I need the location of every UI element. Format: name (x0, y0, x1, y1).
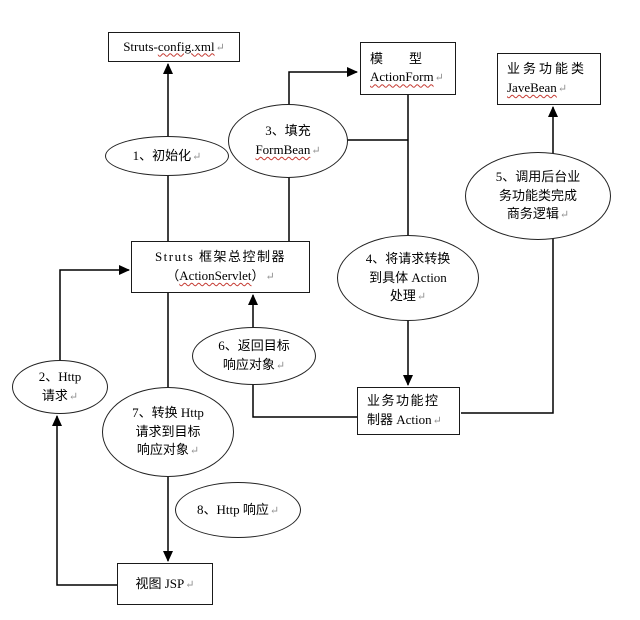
step-1-initialize: 1、初始化↵ (105, 136, 229, 176)
label-text: 商务逻辑 (506, 206, 559, 222)
return-mark-icon: ↵ (434, 72, 444, 85)
step-label: 7、转换 Http (132, 404, 204, 420)
return-mark-icon: ↵ (189, 445, 200, 458)
step-label: 3、填充 (265, 123, 311, 139)
label-text: 响应对象 (136, 442, 189, 458)
arrow-fill-to-actionform (288, 67, 358, 241)
step-label: 响应对象↵ (137, 441, 199, 460)
node-action-controller: 业务功能控 制器 Action↵ (357, 387, 460, 435)
node-label: JaveBean↵ (507, 79, 567, 98)
step-label: 6、返回目标 (218, 338, 290, 354)
label-text-misspelled: ActionForm (370, 69, 434, 85)
node-view-jsp: 视图 JSP↵ (117, 563, 213, 605)
step-6-return-target: 6、返回目标 响应对象↵ (192, 327, 316, 385)
step-label: 5、调用后台业 (495, 168, 581, 184)
return-mark-icon: ↵ (275, 359, 286, 372)
step-label: 8、Http 响应↵ (197, 501, 279, 520)
node-label: ActionForm↵ (370, 68, 444, 87)
node-label: Struts 框架总控制器 (154, 249, 287, 265)
label-text-misspelled: JaveBean (507, 79, 557, 95)
node-struts-config-xml: Struts-config.xml↵ (108, 32, 240, 62)
node-actionservlet-controller: Struts 框架总控制器 （ActionServlet）↵ (131, 241, 310, 293)
label-text: 8、Http 响应 (196, 501, 269, 517)
step-2-http-request: 2、Http 请求↵ (12, 360, 108, 414)
label-text: 处理 (389, 288, 416, 304)
node-label: 视图 JSP↵ (136, 575, 195, 594)
label-text: （ (166, 267, 180, 283)
node-label: 制器 Action↵ (367, 411, 442, 430)
label-text-misspelled: ActionServlet (179, 267, 252, 283)
return-mark-icon: ↵ (192, 150, 202, 163)
step-7-forward-to-target: 7、转换 Http 请求到目标 响应对象↵ (102, 387, 234, 477)
step-5-call-business-logic: 5、调用后台业 务功能类完成 商务逻辑↵ (465, 152, 611, 240)
node-label: Struts-config.xml↵ (123, 38, 225, 57)
step-4-dispatch-to-action: 4、将请求转换 到具体 Action 处理↵ (337, 235, 479, 321)
return-mark-icon: ↵ (269, 504, 280, 517)
step-label: 1、初始化↵ (133, 147, 202, 166)
label-text: 请求 (41, 387, 68, 403)
node-label: 业务功能类 (507, 61, 588, 77)
step-label: 4、将请求转换 (365, 250, 451, 266)
step-label: 响应对象↵ (223, 356, 285, 375)
return-mark-icon: ↵ (68, 390, 79, 403)
node-model-actionform: 模 型 ActionForm↵ (360, 42, 456, 95)
node-business-javebean: 业务功能类 JaveBean↵ (497, 53, 601, 105)
node-label: 业务功能控 (367, 393, 440, 409)
return-mark-icon: ↵ (416, 291, 427, 304)
label-text: ） (251, 267, 265, 283)
return-mark-icon: ↵ (557, 82, 568, 95)
return-mark-icon: ↵ (185, 578, 195, 591)
label-text: 1、初始化 (132, 147, 192, 163)
step-3-fill-formbean: 3、填充 FormBean↵ (228, 104, 348, 178)
return-mark-icon: ↵ (559, 209, 570, 222)
step-8-http-response: 8、Http 响应↵ (175, 482, 301, 538)
step-label: 商务逻辑↵ (507, 205, 569, 224)
label-text-misspelled: FormBean (255, 141, 311, 157)
return-mark-icon: ↵ (265, 270, 275, 283)
label-text: Struts- (123, 38, 158, 54)
step-label: 请求↵ (42, 387, 78, 406)
return-mark-icon: ↵ (432, 414, 442, 427)
label-text: 响应对象 (222, 356, 275, 372)
step-label: 务功能类完成 (498, 187, 577, 203)
return-mark-icon: ↵ (215, 41, 225, 54)
label-text-misspelled: config.xml (157, 38, 215, 54)
label-text: 视图 JSP (135, 575, 185, 591)
step-label: 到具体 Action (369, 269, 447, 285)
step-label: 处理↵ (390, 287, 426, 306)
arrow-jsp-to-request (52, 415, 117, 586)
step-label: 2、Http (38, 369, 82, 385)
arrow-request-to-controller (59, 265, 130, 360)
node-label: （ActionServlet）↵ (166, 267, 274, 286)
label-text: 制器 Action (367, 411, 432, 427)
node-label: 模 型 (370, 50, 423, 66)
step-label: 请求到目标 (135, 423, 201, 439)
step-label: FormBean↵ (255, 141, 320, 160)
return-mark-icon: ↵ (311, 144, 321, 157)
